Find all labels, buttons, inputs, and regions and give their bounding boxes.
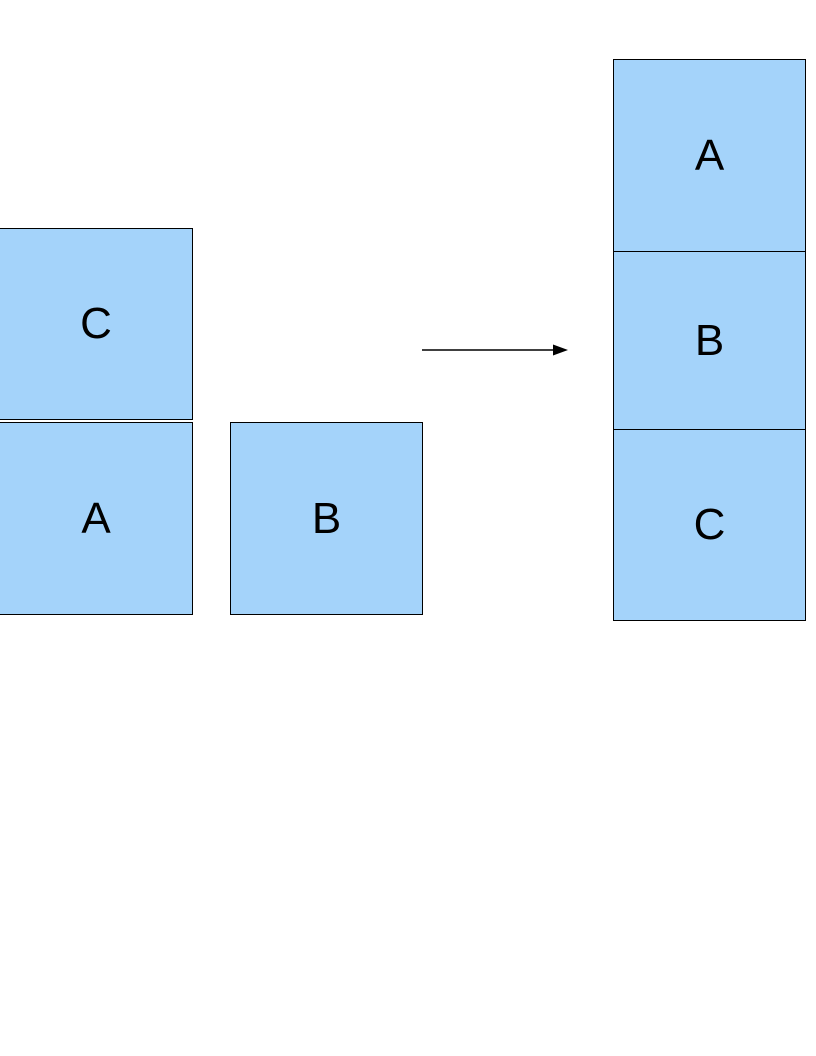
arrow-right-icon bbox=[422, 344, 568, 356]
initial-block-b: B bbox=[230, 422, 423, 615]
goal-block-a: A bbox=[613, 59, 806, 252]
initial-block-c: C bbox=[0, 228, 193, 420]
initial-block-a: A bbox=[0, 422, 193, 615]
goal-block-b: B bbox=[613, 251, 806, 430]
goal-block-c: C bbox=[613, 429, 806, 621]
goal-block-b-label: B bbox=[694, 315, 725, 365]
initial-block-a-label: A bbox=[81, 493, 111, 543]
goal-block-a-label: A bbox=[694, 130, 725, 180]
goal-block-c-label: C bbox=[693, 500, 726, 549]
initial-block-c-label: C bbox=[80, 299, 112, 348]
initial-block-b-label: B bbox=[311, 493, 342, 543]
